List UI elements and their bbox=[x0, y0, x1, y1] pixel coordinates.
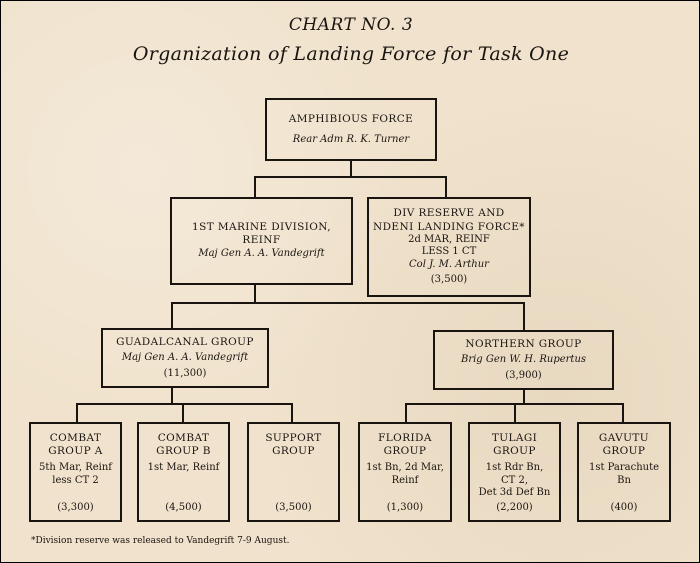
unit-detail-1: 1st Mar, Reinf bbox=[147, 462, 220, 474]
marine-division-name-2: REINF bbox=[242, 234, 281, 247]
combat-group-b-box: COMBAT GROUP B 1st Mar, Reinf (4,500) bbox=[137, 422, 230, 522]
chart-title: Organization of Landing Force for Task O… bbox=[132, 43, 570, 65]
connector bbox=[171, 387, 173, 404]
connector bbox=[254, 284, 256, 303]
unit-detail-1: 1st Parachute bbox=[588, 462, 660, 474]
guadalcanal-group-commander: Maj Gen A. A. Vandegrift bbox=[121, 352, 249, 364]
connector bbox=[523, 389, 525, 404]
northern-group-strength: (3,900) bbox=[505, 369, 542, 381]
unit-detail-1: 1st Bn, 2d Mar, bbox=[366, 462, 444, 474]
unit-strength: (3,300) bbox=[57, 501, 94, 513]
unit-detail-2: less CT 2 bbox=[52, 474, 99, 486]
unit-title-2: GROUP A bbox=[48, 445, 103, 458]
support-group-box: SUPPORT GROUP (3,500) bbox=[247, 422, 340, 522]
connector bbox=[523, 302, 525, 331]
unit-detail-2: Reinf bbox=[391, 474, 419, 486]
connector bbox=[171, 302, 524, 304]
unit-title-2: GROUP bbox=[272, 445, 315, 458]
connector bbox=[514, 403, 516, 423]
marine-division-box: 1ST MARINE DIVISION, REINF Maj Gen A. A.… bbox=[170, 197, 353, 285]
connector bbox=[254, 176, 256, 198]
unit-strength: (400) bbox=[610, 501, 638, 513]
div-reserve-less: LESS 1 CT bbox=[421, 246, 477, 258]
guadalcanal-group-strength: (11,300) bbox=[163, 367, 207, 379]
tulagi-group-box: TULAGI GROUP 1st Rdr Bn, CT 2, Det 3d De… bbox=[468, 422, 561, 522]
unit-strength: (1,300) bbox=[386, 501, 424, 513]
guadalcanal-group-box: GUADALCANAL GROUP Maj Gen A. A. Vandegri… bbox=[101, 328, 269, 388]
amphibious-force-box: AMPHIBIOUS FORCE Rear Adm R. K. Turner bbox=[265, 98, 437, 161]
unit-detail-1: 1st Rdr Bn, bbox=[485, 462, 544, 474]
connector bbox=[622, 403, 624, 423]
unit-title-1: SUPPORT bbox=[265, 432, 322, 444]
unit-title-2: GROUP bbox=[493, 445, 536, 458]
gavutu-group-box: GAVUTU GROUP 1st Parachute Bn (400) bbox=[577, 422, 671, 522]
div-reserve-name-1: DIV RESERVE AND bbox=[393, 207, 505, 220]
connector bbox=[350, 160, 352, 177]
div-reserve-regiment: 2d MAR, REINF bbox=[408, 233, 490, 245]
unit-title-1: GAVUTU bbox=[598, 432, 650, 444]
marine-division-commander: Maj Gen A. A. Vandegrift bbox=[198, 248, 325, 260]
unit-title-2: GROUP bbox=[383, 445, 427, 458]
combat-group-a-box: COMBAT GROUP A 5th Mar, Reinf less CT 2 … bbox=[29, 422, 122, 522]
connector bbox=[182, 403, 184, 423]
connector bbox=[405, 403, 407, 423]
amphibious-force-name: AMPHIBIOUS FORCE bbox=[288, 112, 414, 125]
footnote: *Division reserve was released to Vandeg… bbox=[31, 536, 290, 546]
div-reserve-name-2: NDENI LANDING FORCE* bbox=[373, 220, 525, 233]
northern-group-box: NORTHERN GROUP Brig Gen W. H. Rupertus (… bbox=[433, 330, 614, 390]
connector bbox=[76, 403, 293, 405]
amphibious-force-commander: Rear Adm R. K. Turner bbox=[292, 133, 410, 145]
connector bbox=[171, 302, 173, 329]
connector bbox=[254, 176, 446, 178]
unit-detail-3: Det 3d Def Bn bbox=[478, 487, 551, 499]
unit-strength: (3,500) bbox=[275, 501, 312, 513]
northern-group-commander: Brig Gen W. H. Rupertus bbox=[460, 354, 587, 366]
unit-detail-1: 5th Mar, Reinf bbox=[38, 462, 113, 474]
div-reserve-box: DIV RESERVE AND NDENI LANDING FORCE* 2d … bbox=[367, 197, 531, 297]
connector bbox=[445, 176, 447, 198]
div-reserve-strength: (3,500) bbox=[430, 274, 468, 286]
unit-detail-2: CT 2, bbox=[500, 474, 529, 486]
connector bbox=[291, 403, 293, 423]
florida-group-box: FLORIDA GROUP 1st Bn, 2d Mar, Reinf (1,3… bbox=[358, 422, 452, 522]
guadalcanal-group-name: GUADALCANAL GROUP bbox=[116, 335, 254, 348]
unit-title-1: COMBAT bbox=[157, 432, 210, 444]
unit-title-1: COMBAT bbox=[49, 432, 102, 444]
chart-number: CHART NO. 3 bbox=[288, 15, 414, 35]
unit-title-1: FLORIDA bbox=[378, 432, 432, 444]
connector bbox=[76, 403, 78, 423]
unit-strength: (4,500) bbox=[165, 501, 202, 513]
unit-title-1: TULAGI bbox=[491, 432, 538, 444]
northern-group-name: NORTHERN GROUP bbox=[465, 337, 582, 350]
marine-division-name-1: 1ST MARINE DIVISION, bbox=[192, 221, 331, 234]
unit-title-2: GROUP B bbox=[156, 445, 211, 458]
unit-strength: (2,200) bbox=[496, 501, 533, 513]
div-reserve-commander: Col J. M. Arthur bbox=[409, 258, 489, 270]
unit-detail-2: Bn bbox=[617, 474, 631, 486]
unit-title-2: GROUP bbox=[602, 445, 646, 458]
